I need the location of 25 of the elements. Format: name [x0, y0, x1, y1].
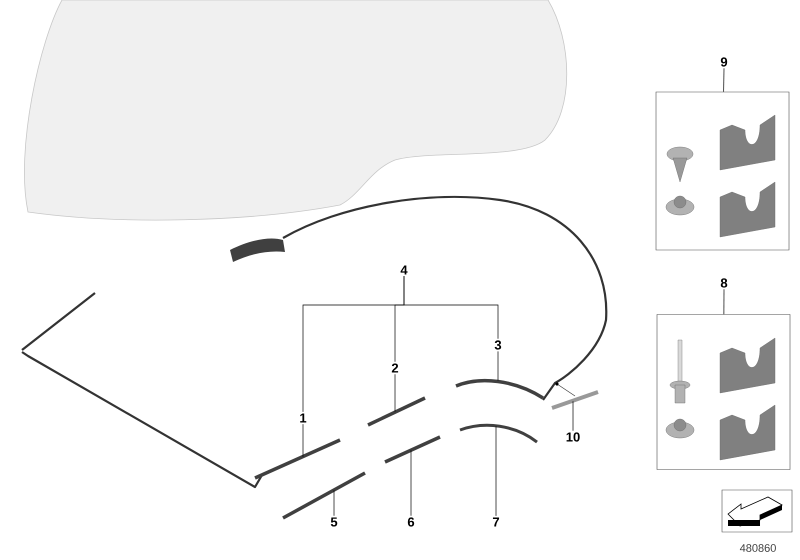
callout-number: 7	[492, 518, 500, 526]
bracket-line	[404, 276, 498, 340]
callout-number: 5	[330, 517, 338, 527]
seal-strip	[455, 378, 544, 400]
seal-strip	[384, 435, 441, 464]
leader-line	[410, 450, 412, 516]
tab-strip	[551, 390, 599, 410]
callout-number: 3	[494, 340, 502, 350]
callout-number: 8	[720, 278, 728, 288]
callout-number: 2	[392, 363, 398, 373]
leader-line	[394, 374, 396, 412]
callout-number: 4	[400, 266, 408, 274]
leader-line	[572, 400, 574, 432]
drawing-number: 480860	[740, 544, 776, 552]
parts-box	[656, 92, 790, 250]
callout-number: 10	[566, 432, 580, 442]
seal-strip	[254, 438, 341, 480]
callout-number: 6	[408, 517, 414, 527]
leader-line	[723, 68, 724, 92]
callout-number: 1	[300, 414, 306, 422]
parts-box	[656, 314, 790, 470]
seal-strip	[460, 424, 538, 444]
leader-line	[302, 424, 304, 458]
seal-strip	[367, 396, 426, 427]
callout-number: 9	[720, 57, 728, 67]
